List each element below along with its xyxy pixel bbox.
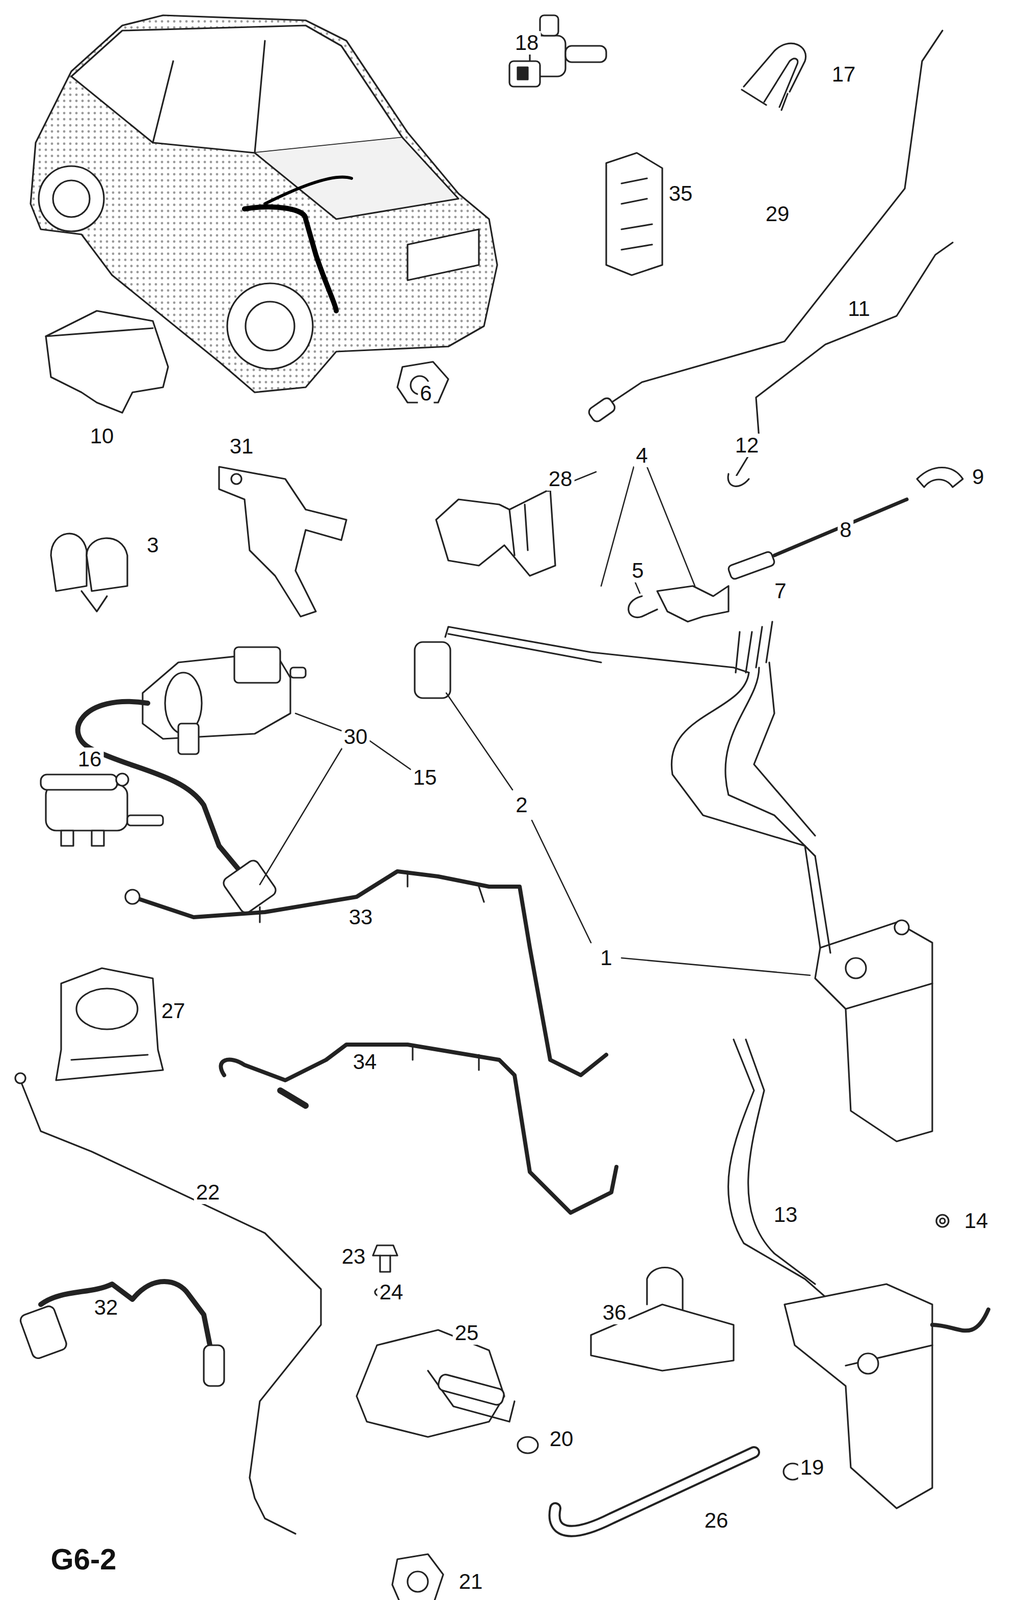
callout-number: 1: [598, 946, 614, 970]
callout-number: 11: [845, 297, 873, 321]
callout-number: 10: [88, 424, 117, 448]
callout-number: 36: [600, 1300, 629, 1325]
callout-number: 17: [829, 62, 858, 87]
callout-number: 26: [702, 1508, 731, 1532]
callout-number: 25: [452, 1320, 481, 1345]
callout-number: 33: [346, 905, 375, 929]
callout-number: 23: [339, 1244, 368, 1269]
callout-number: 20: [547, 1426, 576, 1451]
callout-number: 34: [351, 1049, 380, 1074]
callout-number: 13: [771, 1202, 800, 1227]
callout-number: 9: [969, 465, 986, 489]
callout-number: 7: [772, 579, 789, 603]
callout-number: 27: [159, 999, 188, 1023]
callout-number: 24: [377, 1280, 406, 1304]
callout-number: 30: [341, 724, 370, 749]
callout-number: 19: [798, 1455, 827, 1479]
callout-number: 4: [633, 443, 650, 468]
callout-number: 6: [417, 381, 434, 406]
callout-number: 5: [629, 558, 646, 583]
callout-number: 32: [92, 1295, 121, 1319]
callout-number: 29: [763, 202, 792, 226]
figure-id: G6-2: [48, 1543, 119, 1575]
callout-number: 16: [75, 747, 104, 771]
callout-number: 8: [837, 518, 854, 542]
callout-number: 35: [666, 181, 695, 206]
callout-number: 12: [733, 433, 762, 457]
callout-number: 21: [456, 1569, 485, 1594]
callout-number: 18: [513, 31, 542, 55]
callout-number: 14: [962, 1208, 991, 1233]
callout-number: 31: [227, 434, 256, 458]
callout-number: 28: [546, 467, 575, 491]
callout-number: 2: [513, 793, 530, 817]
callout-number: 3: [144, 533, 161, 557]
callout-number: 15: [411, 765, 440, 790]
callout-number: 22: [194, 1180, 223, 1204]
